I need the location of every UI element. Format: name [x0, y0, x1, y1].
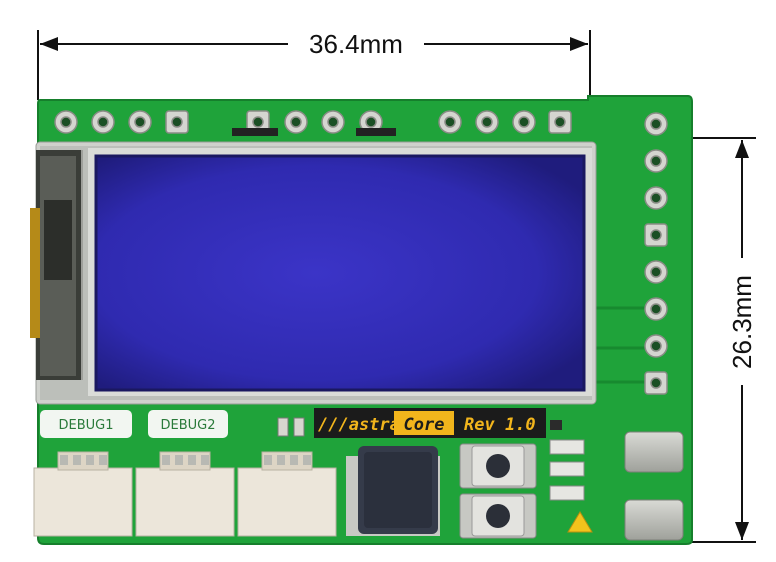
logo-brand-core: Core — [404, 415, 445, 435]
top-connector-block — [356, 128, 396, 136]
tactile-button — [459, 443, 537, 489]
warning-triangle-icon — [567, 511, 593, 533]
solder-pad — [624, 431, 684, 473]
smd-component — [277, 417, 289, 437]
led — [549, 439, 585, 455]
height-label: 26.3mm — [727, 275, 757, 369]
solder-pad — [624, 499, 684, 541]
width-dimension — [37, 30, 591, 138]
led — [549, 461, 585, 477]
tactile-button — [459, 493, 537, 539]
right-header-pins — [644, 112, 668, 395]
jst-connector — [135, 451, 235, 537]
oled-screen — [96, 156, 584, 390]
top-connector-block — [232, 128, 278, 136]
smd-component — [550, 420, 562, 430]
led — [549, 485, 585, 501]
oled-display — [30, 141, 597, 405]
width-label: 36.4mm — [309, 29, 403, 59]
debug2-label: DEBUG2 — [160, 418, 215, 433]
smd-component — [293, 417, 305, 437]
astracore-logo: ///astra Core Rev 1.0 — [314, 408, 546, 438]
logo-revision: Rev 1.0 — [464, 415, 536, 435]
jst-connector — [33, 451, 133, 537]
debug2-label-box — [148, 410, 228, 438]
jst-connector — [237, 451, 337, 537]
buzzer — [346, 446, 440, 536]
debug1-label-box — [40, 410, 132, 438]
top-header-pins — [54, 110, 572, 134]
logo-brand-prefix: ///astra — [318, 415, 400, 435]
debug1-label: DEBUG1 — [58, 418, 113, 433]
